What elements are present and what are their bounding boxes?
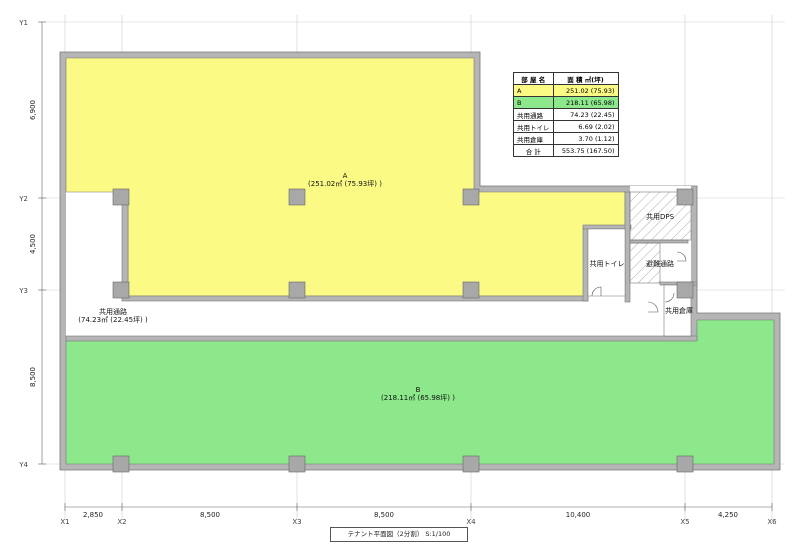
table-row: B 218.11 (65.98) <box>513 96 619 109</box>
row-name: A <box>513 84 554 97</box>
row-name: 共用倉庫 <box>513 132 554 145</box>
row-area: 251.02 (75.93) <box>552 84 619 97</box>
axis-x4: X4 <box>466 518 476 526</box>
table-row: 共用トイレ 6.69 (2.02) <box>513 120 619 133</box>
table-row: 合 計 553.75 (167.50) <box>513 144 619 157</box>
dim-x3-x4: 8,500 <box>374 511 394 519</box>
drawing-title: テナント平面図（2分割） S:1/100 <box>330 527 468 542</box>
axis-y3: Y3 <box>18 287 28 295</box>
axis-y4: Y4 <box>18 461 28 469</box>
header-room-name: 部 屋 名 <box>513 72 554 85</box>
evac-label: 避難通路 <box>646 259 674 268</box>
dim-x4-x5: 10,400 <box>566 511 591 519</box>
dimension-lines <box>38 21 773 511</box>
tenant-b-name: B <box>416 386 421 394</box>
axis-x6: X6 <box>767 518 777 526</box>
tenant-a-name: A <box>343 172 348 180</box>
dim-x2-x3: 8,500 <box>200 511 220 519</box>
row-name: 共用トイレ <box>513 120 554 133</box>
row-area: 553.75 (167.50) <box>552 144 619 157</box>
area-table: 部 屋 名 面 積 ㎡(坪) A 251.02 (75.93) B 218.11… <box>513 72 619 157</box>
dim-x1-x2: 2,850 <box>83 511 103 519</box>
row-area: 6.69 (2.02) <box>552 120 619 133</box>
row-area: 3.70 (1.12) <box>552 132 619 145</box>
corridor-name: 共用通路 <box>99 307 127 316</box>
door-swings <box>591 251 687 313</box>
row-name: 共用通路 <box>513 108 554 121</box>
tenant-a-area-label: (251.02㎡ (75.93坪) ) <box>308 180 382 188</box>
partition-walls <box>65 191 698 342</box>
axis-x5: X5 <box>680 518 689 526</box>
axis-y1: Y1 <box>18 19 28 27</box>
dim-y1-y2: 6,900 <box>29 100 37 120</box>
row-area: 74.23 (22.45) <box>552 108 619 121</box>
dps-label: 共用DPS <box>646 212 675 221</box>
dim-y2-y3: 4,500 <box>29 234 37 254</box>
corridor-area-label: (74.23㎡ (22.45坪) ) <box>78 316 148 324</box>
row-name: 合 計 <box>513 144 554 157</box>
header-area: 面 積 ㎡(坪) <box>552 72 619 85</box>
dim-y3-y4: 8,500 <box>29 367 37 387</box>
storage-label: 共用倉庫 <box>665 306 693 315</box>
table-row: 共用通路 74.23 (22.45) <box>513 108 619 121</box>
evac-hatch <box>629 242 661 284</box>
toilet-label: 共用トイレ <box>590 259 625 268</box>
area-table-header: 部 屋 名 面 積 ㎡(坪) <box>513 72 619 85</box>
table-row: 共用倉庫 3.70 (1.12) <box>513 132 619 145</box>
row-name: B <box>513 96 554 109</box>
axis-x3: X3 <box>292 518 301 526</box>
axis-x2: X2 <box>117 518 126 526</box>
axis-x1: X1 <box>60 518 69 526</box>
axis-y2: Y2 <box>18 195 28 203</box>
structural-columns <box>112 188 694 473</box>
tenant-b-area-label: (218.11㎡ (65.98坪) ) <box>381 394 455 402</box>
dim-x5-x6: 4,250 <box>718 511 738 519</box>
row-area: 218.11 (65.98) <box>552 96 619 109</box>
toilet-room <box>587 228 626 297</box>
table-row: A 251.02 (75.93) <box>513 84 619 97</box>
